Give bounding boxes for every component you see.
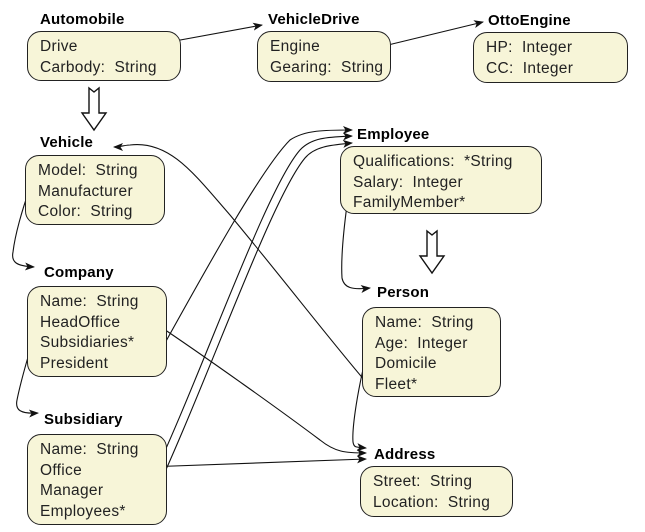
class-title-person: Person [377, 284, 430, 301]
attribute: HeadOffice [40, 313, 121, 331]
inheritance-arrow-automobile-vehicle [80, 86, 108, 132]
attribute: Manufacturer [38, 182, 133, 200]
class-box-vehicledrive: Engine Gearing: String [257, 31, 391, 82]
attribute: CC: Integer [486, 59, 574, 77]
attribute: Domicile [375, 355, 437, 372]
class-box-vehicle: Model: String Manufacturer Color: String [25, 155, 165, 225]
attribute: HP: Integer [486, 39, 573, 56]
attribute: Engine [270, 38, 321, 55]
attribute: Manager [40, 482, 104, 499]
ref-employee-familymember-to-person [341, 204, 371, 293]
class-title-vehicledrive: VehicleDrive [268, 11, 360, 28]
attribute: Salary: Integer [353, 173, 463, 191]
attribute: President [40, 354, 109, 372]
ref-subsidiary-employees-to-employee [146, 139, 353, 512]
ref-subsidiary-manager-to-employee [146, 132, 353, 491]
attribute: Carbody: String [40, 58, 157, 76]
attribute: Name: String [375, 314, 474, 331]
class-title-vehicle: Vehicle [40, 134, 94, 151]
class-box-automobile: Drive Carbody: String [27, 31, 181, 81]
ref-subsidiary-office-to-address [145, 455, 367, 468]
class-box-person: Name: String Age: Integer Domicile Fleet… [362, 307, 501, 397]
class-box-company: Name: String HeadOffice Subsidiaries* Pr… [27, 286, 167, 377]
ref-company-headoffice-to-address [151, 320, 367, 457]
attribute: Street: String [373, 473, 473, 490]
attribute: Model: String [38, 162, 138, 179]
class-title-ottoengine: OttoEngine [488, 12, 571, 29]
attribute: Name: String [40, 441, 139, 458]
attribute: Fleet* [375, 375, 418, 393]
ref-vehicledrive-engine-to-ottoengine [387, 20, 484, 46]
attribute: Office [40, 461, 83, 479]
class-title-company: Company [44, 264, 114, 281]
ref-person-fleet-to-vehicle [113, 142, 367, 383]
inheritance-arrow-employee-person [418, 229, 446, 275]
attribute: Color: String [38, 203, 133, 220]
attribute: Qualifications: *String [353, 153, 513, 170]
class-title-subsidiary: Subsidiary [44, 411, 123, 428]
attribute: Name: String [40, 293, 139, 310]
ref-company-president-to-employee [154, 126, 353, 362]
ref-vehicle-manufacturer-to-company [12, 187, 35, 271]
attribute: Employees* [40, 502, 126, 520]
class-title-address: Address [374, 446, 436, 463]
attribute: Gearing: String [270, 58, 384, 76]
attribute: Age: Integer [375, 334, 468, 352]
class-box-subsidiary: Name: String Office Manager Employees* [27, 434, 167, 525]
class-box-employee: Qualifications: *String Salary: Integer … [340, 146, 542, 214]
class-title-employee: Employee [357, 126, 430, 143]
class-title-automobile: Automobile [40, 11, 125, 28]
ref-person-domicile-to-address [352, 364, 367, 452]
class-box-address: Street: String Location: String [360, 466, 513, 517]
attribute: Drive [40, 38, 78, 55]
attribute: FamilyMember* [353, 194, 466, 211]
attribute: Subsidiaries* [40, 334, 135, 351]
class-box-ottoengine: HP: Integer CC: Integer [473, 32, 628, 83]
attribute: Location: String [373, 493, 491, 511]
